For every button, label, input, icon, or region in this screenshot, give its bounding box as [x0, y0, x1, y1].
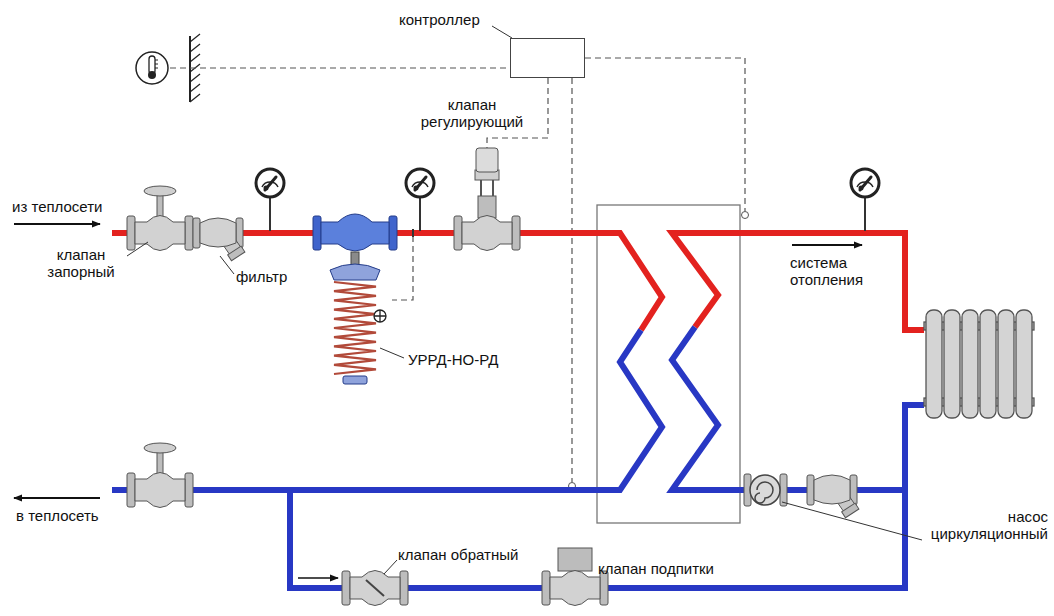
- pressure-gauge: [406, 169, 434, 197]
- circulation-pump: [755, 482, 773, 503]
- part-label: система отопления: [790, 254, 890, 288]
- wall-hatching: [190, 84, 200, 92]
- outdoor-sensor: [136, 52, 168, 84]
- pressure-gauge: [419, 197, 421, 231]
- leader-line: [384, 560, 397, 574]
- pressure-gauge: [269, 197, 271, 231]
- part-label: в теплосеть: [16, 507, 146, 524]
- shutoff-valve: [144, 186, 176, 217]
- flow-arrow: [792, 244, 862, 246]
- wall-hatching: [190, 54, 200, 62]
- part-label: клапан запорный: [36, 246, 126, 280]
- shutoff-valve: [144, 443, 176, 474]
- temperature-sensor: [742, 212, 749, 219]
- pipe: [112, 233, 924, 588]
- part-label: из теплосети: [12, 198, 152, 215]
- impulse-tap: [412, 229, 414, 237]
- check-valve: [366, 580, 384, 596]
- part-label: фильтр: [236, 268, 316, 285]
- pressure-regulator: [330, 264, 380, 280]
- shutoff-valve: [127, 216, 193, 251]
- pressure-gauge: [864, 197, 866, 231]
- part-label: клапан обратный: [398, 546, 548, 563]
- leader-line: [492, 26, 512, 38]
- pressure-regulator: [313, 216, 321, 250]
- pressure-regulator: [321, 214, 389, 251]
- flow-arrow: [298, 577, 338, 579]
- pipe: [672, 233, 924, 330]
- signal-line: [571, 78, 572, 482]
- wall-hatching: [190, 74, 200, 82]
- part-label: УРРД-НО-РД: [408, 351, 528, 368]
- control-valve: [454, 216, 520, 251]
- leader-line: [782, 502, 922, 540]
- wall-hatching: [190, 44, 200, 52]
- circulation-pump: [744, 474, 787, 506]
- pressure-gauge: [851, 169, 879, 197]
- strainer: [193, 218, 245, 261]
- outdoor-sensor: [136, 52, 168, 84]
- spring-coil: [334, 282, 376, 374]
- pressure-regulator: [334, 282, 376, 374]
- circulation-pump: [750, 475, 780, 505]
- pipe: [112, 330, 662, 490]
- pipe: [672, 327, 924, 490]
- radiator: [1016, 310, 1032, 418]
- strainer: [193, 218, 245, 261]
- leader-line: [127, 26, 922, 574]
- flow-arrow: [14, 223, 100, 225]
- shutoff-valve: [127, 473, 193, 508]
- radiator: [962, 310, 978, 418]
- radiator: [944, 310, 960, 418]
- part-label: клапан регулирующий: [414, 96, 530, 130]
- wall-hatching: [190, 34, 200, 42]
- signal-line: [170, 67, 510, 68]
- leader-line: [380, 348, 404, 358]
- signal-line: [585, 58, 745, 211]
- wall-hatching: [190, 94, 200, 102]
- control-valve: [476, 148, 498, 172]
- control-valve: [481, 178, 493, 196]
- outdoor-sensor: [155, 60, 158, 68]
- pressure-regulator: [313, 214, 397, 384]
- pressure-regulator: [343, 376, 367, 384]
- leader-line: [127, 242, 148, 256]
- check-valve: [342, 571, 408, 606]
- leader-line: [220, 256, 234, 274]
- radiator: [998, 310, 1014, 418]
- part-label: клапан подпитки: [598, 560, 748, 577]
- node-title: контроллер: [399, 11, 480, 28]
- shutoff-valve: [127, 186, 193, 251]
- part-label: насос циркуляционный: [916, 508, 1048, 542]
- radiator: [980, 310, 996, 418]
- pressure-gauge: [256, 169, 284, 197]
- pressure-regulator: [374, 310, 386, 322]
- flow-arrow: [14, 497, 100, 499]
- pressure-regulator: [374, 310, 386, 322]
- check-valve: [342, 571, 408, 606]
- controller-box: контроллер: [510, 38, 585, 78]
- control-valve: [478, 196, 496, 218]
- makeup-valve: [558, 548, 592, 571]
- circulation-pump: [780, 474, 787, 506]
- radiator: [926, 310, 942, 418]
- radiator: [924, 310, 1034, 418]
- pressure-regulator: [389, 216, 397, 250]
- shutoff-valve: [127, 443, 193, 508]
- outdoor-sensor: [148, 71, 156, 79]
- control-valve: [454, 148, 520, 251]
